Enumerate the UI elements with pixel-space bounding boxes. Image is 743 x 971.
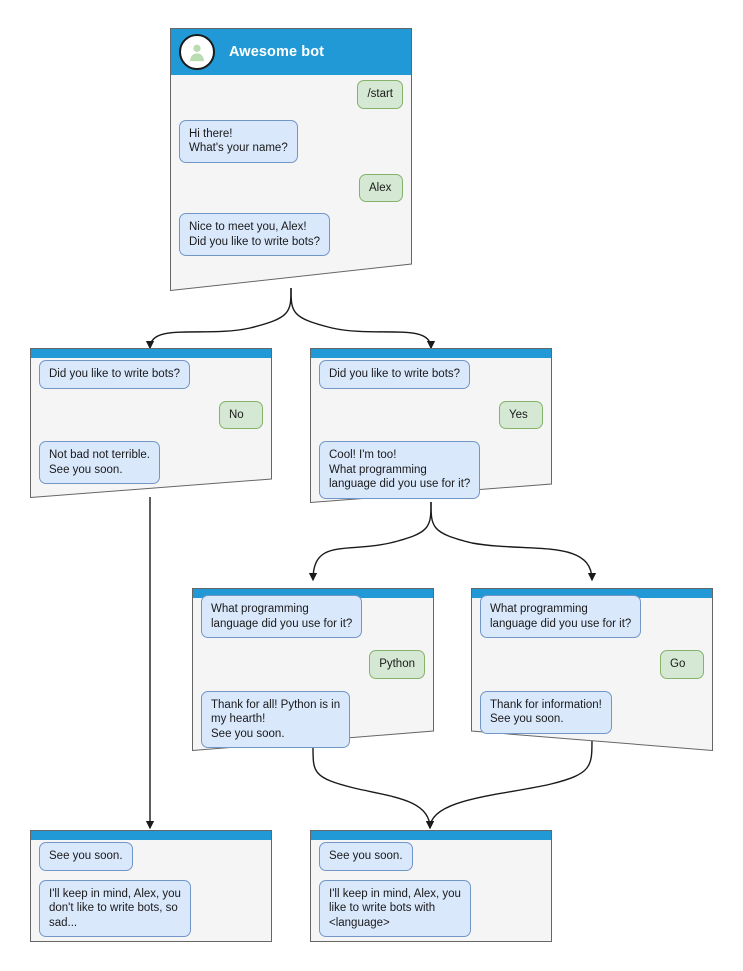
bot-message-bubble[interactable]: I'll keep in mind, Alex, you like to wri…	[319, 879, 471, 937]
user-message-bubble[interactable]: No	[219, 400, 263, 429]
message-row: I'll keep in mind, Alex, you don't like …	[39, 879, 263, 937]
bot-message-bubble[interactable]: Thank for information! See you soon.	[480, 690, 612, 734]
bot-message-bubble[interactable]: Thank for all! Python is in my hearth! S…	[201, 690, 351, 748]
message-row: See you soon.	[319, 842, 543, 871]
user-avatar-icon	[179, 34, 215, 70]
node-end-sad-body: See you soon. I'll keep in mind, Alex, y…	[30, 830, 272, 942]
bot-message-bubble[interactable]: See you soon.	[319, 842, 413, 871]
message-row: I'll keep in mind, Alex, you like to wri…	[319, 879, 543, 937]
node-end-happy-body: See you soon. I'll keep in mind, Alex, y…	[310, 830, 552, 942]
node-root[interactable]: Awesome bot /start Hi there! What's your…	[170, 28, 412, 291]
message-row: Not bad not terrible. See you soon.	[39, 441, 263, 484]
message-row: Cool! I'm too! What programming language…	[319, 441, 543, 499]
node-answer-yes[interactable]: Did you like to write bots? Yes Cool! I'…	[310, 348, 552, 503]
edge-root-to-no	[145, 287, 292, 350]
message-row: Yes	[319, 400, 543, 429]
bot-message-bubble[interactable]: See you soon.	[39, 842, 133, 871]
node-go-chat: What programming language did you use fo…	[471, 595, 713, 734]
message-row: /start	[179, 80, 403, 109]
message-row: Alex	[179, 173, 403, 202]
node-end-happy-chat: See you soon. I'll keep in mind, Alex, y…	[310, 842, 552, 937]
message-row: What programming language did you use fo…	[201, 595, 425, 638]
message-row: Nice to meet you, Alex! Did you like to …	[179, 213, 403, 256]
user-message-bubble[interactable]: Python	[369, 650, 425, 679]
message-row: Go	[480, 650, 704, 679]
node-top-bar	[31, 349, 271, 358]
edge-yes-to-go	[430, 501, 597, 582]
bot-message-bubble[interactable]: Nice to meet you, Alex! Did you like to …	[179, 213, 331, 256]
edge-go-to-end-happy	[425, 739, 593, 830]
bot-message-bubble[interactable]: Did you like to write bots?	[319, 360, 471, 389]
message-row: No	[39, 400, 263, 429]
bot-message-bubble[interactable]: What programming language did you use fo…	[201, 595, 363, 638]
node-no-chat: Did you like to write bots? No Not bad n…	[30, 360, 272, 484]
message-row: Thank for all! Python is in my hearth! S…	[201, 690, 425, 748]
message-row: Did you like to write bots?	[39, 360, 263, 389]
message-row: Python	[201, 650, 425, 679]
node-top-bar	[311, 349, 551, 358]
bot-message-bubble[interactable]: I'll keep in mind, Alex, you don't like …	[39, 879, 191, 937]
node-language-go-body: What programming language did you use fo…	[471, 588, 713, 751]
edge-python-to-end-happy	[312, 747, 435, 830]
bot-message-bubble[interactable]: Cool! I'm too! What programming language…	[319, 441, 481, 499]
node-end-sad-chat: See you soon. I'll keep in mind, Alex, y…	[30, 842, 272, 937]
user-message-bubble[interactable]: /start	[357, 80, 403, 109]
bot-message-bubble[interactable]: What programming language did you use fo…	[480, 595, 642, 638]
bot-message-bubble[interactable]: Did you like to write bots?	[39, 360, 191, 389]
node-answer-yes-body: Did you like to write bots? Yes Cool! I'…	[310, 348, 552, 503]
node-top-bar	[311, 831, 551, 840]
node-top-bar	[472, 589, 712, 598]
node-end-happy[interactable]: See you soon. I'll keep in mind, Alex, y…	[310, 830, 552, 942]
node-python-chat: What programming language did you use fo…	[192, 595, 434, 748]
edge-yes-to-python	[308, 501, 432, 582]
bot-title: Awesome bot	[229, 44, 325, 60]
node-language-go[interactable]: What programming language did you use fo…	[471, 588, 713, 751]
message-row: Thank for information! See you soon.	[480, 690, 704, 734]
node-top-bar	[31, 831, 271, 840]
message-row: See you soon.	[39, 842, 263, 871]
root-chat: /start Hi there! What's your name? Alex …	[170, 80, 412, 256]
node-answer-no[interactable]: Did you like to write bots? No Not bad n…	[30, 348, 272, 498]
edge-root-to-yes	[290, 287, 436, 350]
user-message-bubble[interactable]: Go	[660, 650, 704, 679]
message-row: Did you like to write bots?	[319, 360, 543, 389]
bot-message-bubble[interactable]: Not bad not terrible. See you soon.	[39, 441, 161, 484]
bot-message-bubble[interactable]: Hi there! What's your name?	[179, 119, 298, 163]
user-message-bubble[interactable]: Yes	[499, 400, 543, 429]
node-end-sad[interactable]: See you soon. I'll keep in mind, Alex, y…	[30, 830, 272, 942]
node-answer-no-body: Did you like to write bots? No Not bad n…	[30, 348, 272, 498]
node-yes-chat: Did you like to write bots? Yes Cool! I'…	[310, 360, 552, 499]
message-row: What programming language did you use fo…	[480, 595, 704, 638]
node-language-python[interactable]: What programming language did you use fo…	[192, 588, 434, 751]
bot-header: Awesome bot	[171, 29, 411, 75]
node-top-bar	[193, 589, 433, 598]
user-message-bubble[interactable]: Alex	[359, 173, 403, 202]
node-language-python-body: What programming language did you use fo…	[192, 588, 434, 751]
message-row: Hi there! What's your name?	[179, 119, 403, 163]
node-root-body: Awesome bot /start Hi there! What's your…	[170, 28, 412, 291]
